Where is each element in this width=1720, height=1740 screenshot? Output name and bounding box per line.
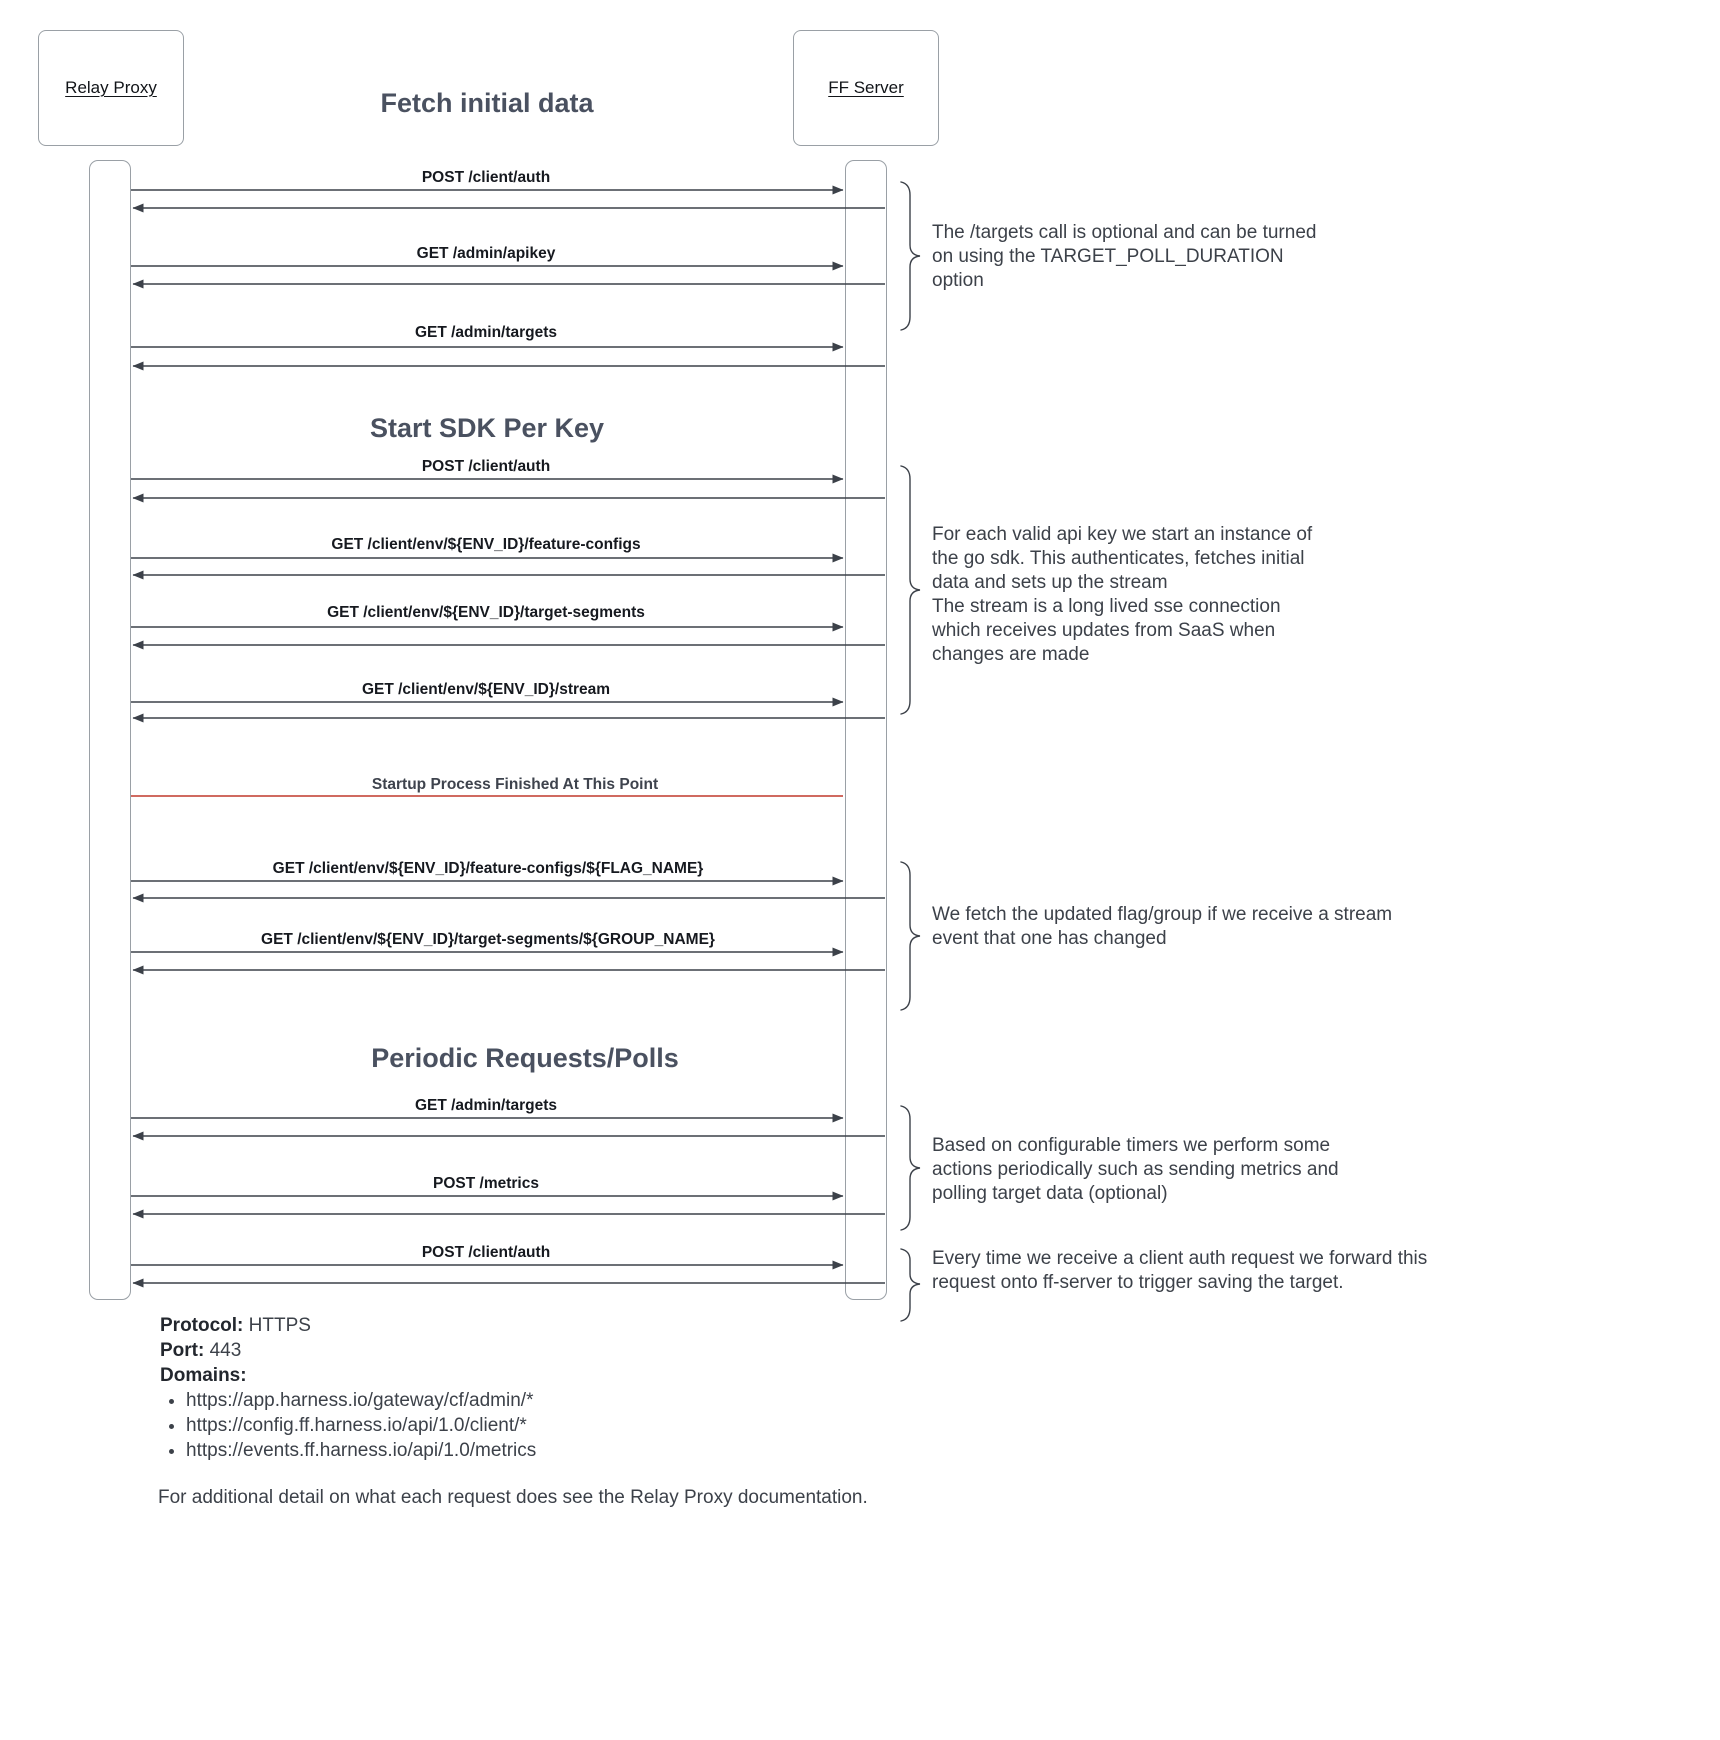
legend-protocol-row: Protocol: HTTPS [160,1313,800,1338]
note-stream-update: We fetch the updated flag/group if we re… [932,904,1393,949]
legend-protocol-value: HTTPS [248,1315,311,1336]
legend-domain-list: https://app.harness.io/gateway/cf/admin/… [160,1388,800,1463]
message-label-m9: GET /client/env/${ENV_ID}/target-segment… [261,931,715,948]
legend-port-label: Port: [160,1340,205,1361]
note-configurable-timers: Based on configurable timers we perform … [932,1135,1339,1204]
participant-box-relay-proxy: Relay Proxy [38,30,184,146]
message-label-m2: GET /admin/apikey [416,245,556,262]
message-label-m10: GET /admin/targets [414,1097,558,1114]
note-targets-optional: The /targets call is optional and can be… [932,222,1317,291]
list-item: https://events.ff.harness.io/api/1.0/met… [186,1438,800,1463]
participant-box-ff-server: FF Server [793,30,939,146]
note-client-auth-forward: Every time we receive a client auth requ… [932,1248,1428,1293]
legend-domains-row: Domains: [160,1363,800,1388]
legend-port-row: Port: 443 [160,1338,800,1363]
lifeline-ff-server [845,160,887,1300]
note-sdk-instance: For each valid api key we start an insta… [932,524,1313,665]
lifeline-relay-proxy [89,160,131,1300]
section-title-fetch-initial-data: Fetch initial data [380,88,594,118]
footnote-text: For additional detail on what each reque… [158,1487,868,1508]
message-label-m12: POST /client/auth [421,1244,551,1261]
message-label-m1: POST /client/auth [421,169,551,186]
participant-label-ff-server: FF Server [828,78,904,97]
legend-domains-label: Domains: [160,1365,247,1386]
section-title-start-sdk-per-key: Start SDK Per Key [369,413,605,443]
message-label-m4: POST /client/auth [421,458,551,475]
section-title-periodic-requests: Periodic Requests/Polls [371,1043,679,1073]
legend-port-value: 443 [209,1340,242,1361]
divider-label-startup: Startup Process Finished At This Point [371,776,659,793]
list-item: https://config.ff.harness.io/api/1.0/cli… [186,1413,800,1438]
message-label-m6: GET /client/env/${ENV_ID}/target-segment… [327,604,645,621]
list-item: https://app.harness.io/gateway/cf/admin/… [186,1388,800,1413]
message-label-m3: GET /admin/targets [414,324,558,341]
legend-block: Protocol: HTTPS Port: 443 Domains: https… [160,1313,800,1463]
message-label-m11: POST /metrics [433,1175,539,1192]
message-label-m7: GET /client/env/${ENV_ID}/stream [361,681,611,698]
legend-protocol-label: Protocol: [160,1315,244,1336]
message-label-m5: GET /client/env/${ENV_ID}/feature-config… [331,536,641,553]
participant-label-relay-proxy: Relay Proxy [65,78,157,97]
message-label-m8: GET /client/env/${ENV_ID}/feature-config… [272,860,704,877]
